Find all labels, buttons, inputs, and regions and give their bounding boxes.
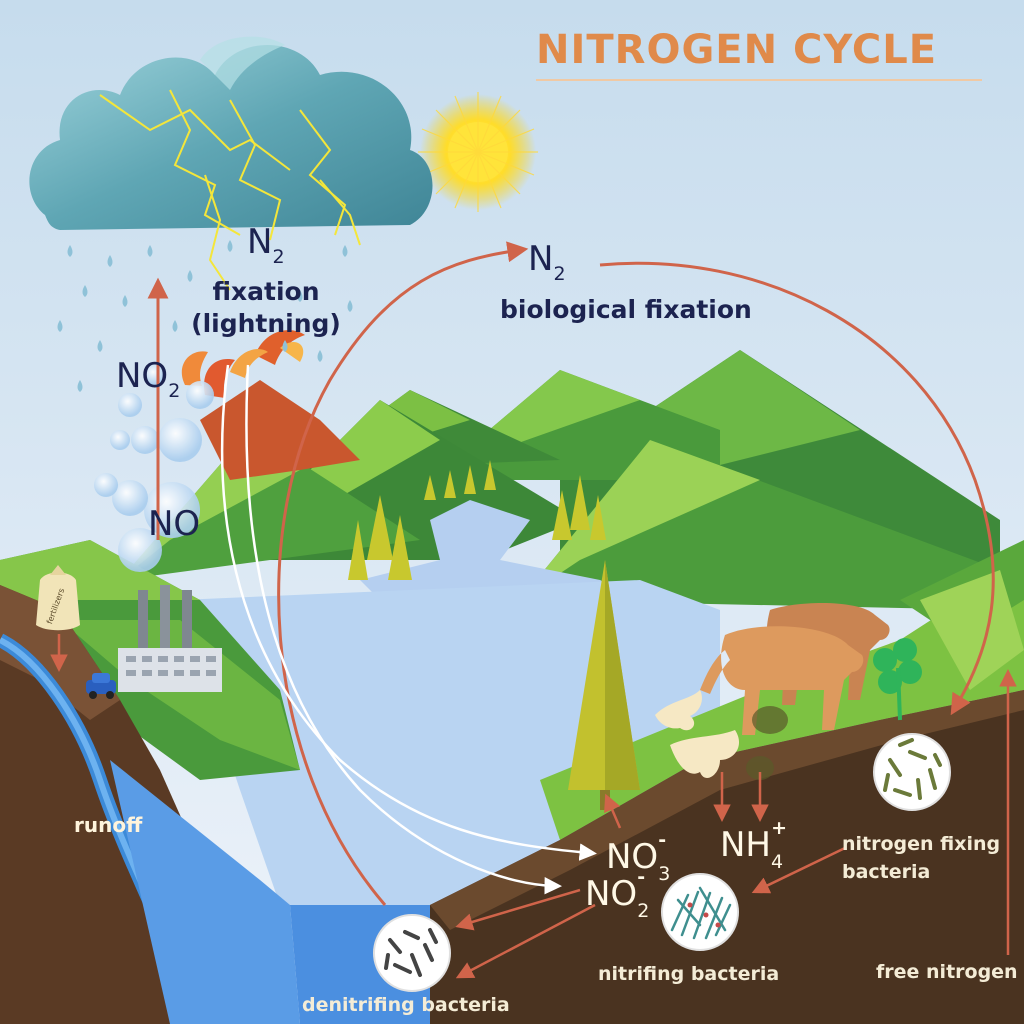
arrow-n2-to-nitrogen-fixing xyxy=(599,261,995,716)
runoff-label: runoff xyxy=(74,813,143,837)
no2-ion-sub: 2 xyxy=(637,900,649,922)
arrow-no3-to-tree xyxy=(604,793,622,829)
svg-text:NH4+: NH4 + xyxy=(720,817,787,873)
arrow-no3-to-denitrifing xyxy=(455,903,596,979)
factory-icon xyxy=(118,585,222,692)
denitrifing-bacteria-icon xyxy=(373,914,451,992)
svg-text:N2: N2 xyxy=(247,222,285,268)
n2-left-main: N xyxy=(247,222,272,262)
rain-drops xyxy=(57,240,353,392)
no2-ion-main: NO xyxy=(585,874,637,914)
svg-text:NO3-: NO3- xyxy=(606,829,670,885)
title: NITROGEN CYCLE xyxy=(536,27,937,73)
denitrifing-bacteria-label: denitrifing bacteria xyxy=(302,994,510,1016)
arrow-fixing-to-nitrifing xyxy=(751,846,846,894)
label-no: NO xyxy=(148,504,200,544)
n2-right-sub: 2 xyxy=(553,263,565,285)
nh4-sup: + xyxy=(771,817,787,839)
svg-text:NO2-: NO2 - xyxy=(585,866,649,922)
nitrogen-fixing-label-line2: bacteria xyxy=(842,861,930,883)
fixation-label-line1: fixation xyxy=(212,277,319,306)
n2-left-sub: 2 xyxy=(272,246,284,268)
no3-sup: - xyxy=(658,829,666,851)
svg-text:NO2: NO2 xyxy=(116,356,180,402)
label-no2: NO2 xyxy=(116,356,180,402)
trees-small xyxy=(348,460,606,580)
no2-sub: 2 xyxy=(168,380,180,402)
cloud-icon xyxy=(29,36,433,230)
dark-blobs xyxy=(746,706,788,780)
label-nh4: NH4 + xyxy=(720,817,787,873)
svg-text:N2: N2 xyxy=(528,239,566,285)
nh4-main: NH xyxy=(720,825,771,865)
fertilizer-bag-icon: fertilizers xyxy=(36,565,80,631)
nitrogen-fixing-bacteria-icon xyxy=(873,733,951,811)
debris-icon xyxy=(655,690,740,779)
label-no2-ion: NO2 - xyxy=(585,866,649,922)
biological-fixation-label: biological fixation xyxy=(500,295,752,324)
car-icon xyxy=(86,673,116,699)
nitrifing-bacteria-label: nitrifing bacteria xyxy=(598,963,779,985)
mountains-middle xyxy=(120,400,1000,610)
sun-icon xyxy=(418,92,538,212)
nitrifing-bacteria-icon xyxy=(661,873,739,951)
nh4-sub: 4 xyxy=(771,851,783,873)
no3-main: NO xyxy=(606,837,658,877)
cows-icon xyxy=(700,603,890,735)
lightning-icon xyxy=(99,89,361,291)
fixation-label-line2: (lightning) xyxy=(191,309,341,338)
label-n2-right: N2 xyxy=(528,239,566,285)
n2-right-main: N xyxy=(528,239,553,279)
clover-icon xyxy=(873,638,922,721)
free-nitrogen-label: free nitrogen xyxy=(876,961,1018,983)
no2-main: NO xyxy=(116,356,168,396)
label-n2-left: N2 xyxy=(247,222,285,268)
arrow-fixation-to-no2 xyxy=(245,364,562,895)
no2-ion-sup: - xyxy=(637,866,645,888)
nitrogen-fixing-label-line1: nitrogen fixing xyxy=(842,833,1000,855)
arrow-denitrification-to-n2 xyxy=(277,241,529,906)
label-no3: NO3- xyxy=(606,829,670,885)
no3-sub: 3 xyxy=(658,863,670,885)
arrow-no2-to-denitrifing xyxy=(455,888,581,931)
